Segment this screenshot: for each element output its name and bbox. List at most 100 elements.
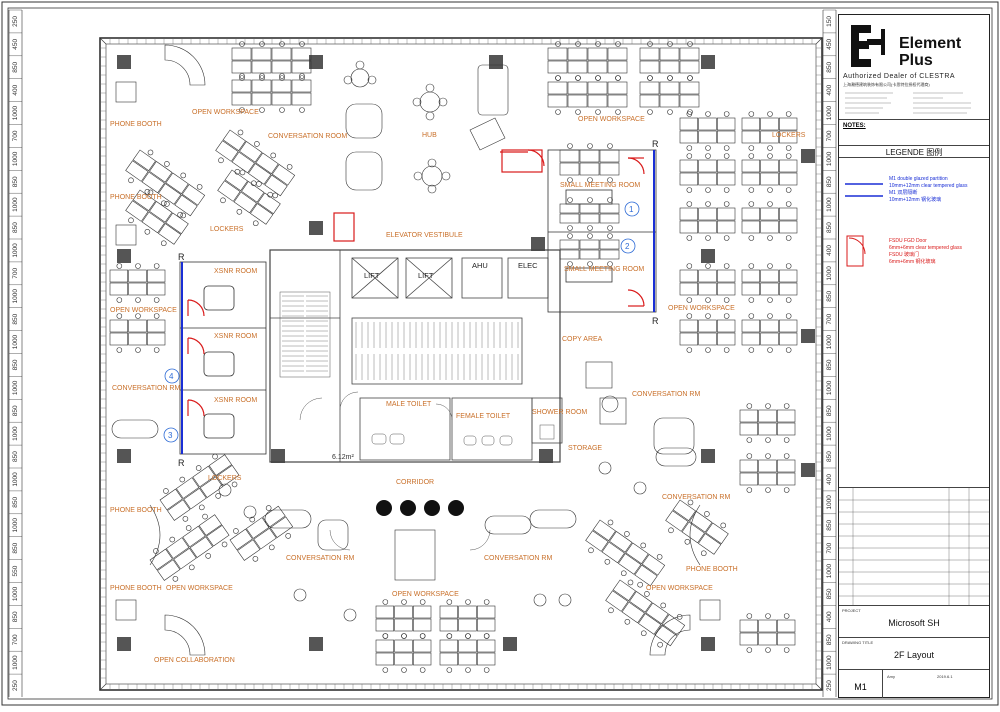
dim-tick-label: 400 — [826, 611, 833, 622]
column — [309, 55, 323, 69]
dim-tick-label: 850 — [12, 497, 19, 508]
structural-columns — [117, 55, 815, 651]
desk-cluster — [679, 201, 736, 241]
legend-door-line1: FSDU FGD Door — [889, 238, 927, 244]
label-open-workspace-tr: OPEN WORKSPACE — [578, 116, 645, 123]
marker-r-ml: R — [652, 316, 659, 326]
glass-partitions — [181, 150, 655, 454]
dim-tick-label: 850 — [12, 405, 19, 416]
drawing-title-section: DRAWING TITLE 2F Layout — [839, 637, 989, 669]
column — [117, 449, 131, 463]
dim-tick-label: 850 — [826, 405, 833, 416]
desk-cluster — [739, 403, 796, 443]
desk-cluster — [679, 153, 736, 193]
column — [701, 637, 715, 651]
desk-cluster — [559, 233, 620, 267]
planters — [376, 500, 464, 516]
dimension-strip-left: 2504508504001000700100085010008501000700… — [8, 9, 23, 697]
desk-cluster — [679, 313, 736, 353]
dim-tick-label: 850 — [826, 634, 833, 645]
label-open-workspace-left: OPEN WORKSPACE — [110, 307, 177, 314]
label-conversation-room-top: CONVERSATION ROOM — [268, 133, 347, 140]
dim-tick-label: 400 — [826, 245, 833, 256]
label-small-meeting-2: SMALL MEETING ROOM — [564, 266, 644, 273]
dim-tick-label: 850 — [12, 176, 19, 187]
legend-symbols — [845, 183, 883, 267]
desk-cluster — [585, 519, 666, 588]
dim-tick-label: 1000 — [12, 197, 19, 212]
label-conversation-rm-bc: CONVERSATION RM — [484, 555, 552, 562]
project-name: Microsoft SH — [888, 618, 940, 628]
drawing-date: 2019.6.1 — [937, 674, 953, 679]
authorized-dealer: Authorized Dealer of CLESTRA — [843, 73, 956, 80]
address-block — [843, 89, 985, 119]
desk-cluster — [439, 633, 496, 673]
label-storage: STORAGE — [568, 445, 602, 452]
dim-tick-label: 1000 — [12, 655, 19, 670]
drawing-info-section: M1 Amy 2019.6.1 — [839, 669, 989, 698]
desk-cluster — [679, 263, 736, 303]
desk-cluster — [547, 75, 628, 115]
workstation-clusters — [109, 41, 798, 673]
label-lift-1: LIFT — [364, 271, 380, 280]
dim-tick-label: 850 — [12, 542, 19, 553]
legend-door-line2: 6mm+6mm clear tempered glass — [889, 245, 962, 251]
marker-r-tr: R — [652, 139, 659, 149]
column — [117, 249, 131, 263]
label-phone-booth-3: PHONE BOOTH — [110, 507, 162, 514]
label-conversation-rm-right: CONVERSATION RM — [632, 391, 700, 398]
label-phone-booth-2: PHONE BOOTH — [110, 194, 162, 201]
desk-cluster — [215, 129, 296, 198]
label-open-workspace-bl: OPEN WORKSPACE — [166, 585, 233, 592]
column — [271, 449, 285, 463]
revision-grid — [839, 488, 989, 606]
dim-tick-label: 1000 — [826, 655, 833, 670]
label-small-meeting-1: SMALL MEETING ROOM — [560, 182, 640, 189]
dim-tick-label: 700 — [826, 313, 833, 324]
marker-r-tl: R — [178, 252, 185, 262]
column — [489, 55, 503, 69]
dim-tick-label: 1000 — [12, 151, 19, 166]
dim-tick-label: 450 — [12, 39, 19, 50]
dim-tick-label: 850 — [826, 588, 833, 599]
legend-header: LEGENDE 图例 — [839, 145, 989, 157]
dim-tick-label: 1000 — [12, 334, 19, 349]
desk-cluster — [679, 111, 736, 151]
desk-cluster — [229, 505, 294, 562]
dim-tick-label: 700 — [12, 634, 19, 645]
dim-tick-label: 700 — [826, 130, 833, 141]
marker-num-1: 1 — [629, 205, 634, 214]
dim-tick-label: 1000 — [12, 105, 19, 120]
dim-tick-label: 1000 — [12, 472, 19, 487]
label-elec: ELEC — [518, 261, 538, 270]
dim-tick-label: 400 — [826, 474, 833, 485]
company-line2: Plus — [899, 52, 933, 69]
chinese-company-name: 上海瀚德建筑装饰有限公司(卡思特拉授权代理商) — [843, 82, 930, 87]
door-swings — [299, 391, 491, 551]
dim-tick-label: 1000 — [826, 563, 833, 578]
address-lines — [845, 92, 971, 114]
label-conversation-rm-left: CONVERSATION RM — [112, 385, 180, 392]
label-male-toilet: MALE TOILET — [386, 401, 432, 408]
desk-cluster — [559, 197, 620, 231]
label-copy-area: COPY AREA — [562, 336, 603, 343]
desk-cluster — [741, 153, 798, 193]
dim-tick-label: 1000 — [12, 243, 19, 258]
column — [117, 55, 131, 69]
dim-tick-label: 450 — [826, 39, 833, 50]
desk-cluster — [231, 41, 312, 81]
column — [701, 449, 715, 463]
designer: Amy — [887, 674, 895, 679]
dim-tick-label: 250 — [826, 680, 833, 691]
dim-tick-label: 1000 — [826, 151, 833, 166]
legend-body: M1 double glazed partition 10mm+12mm cle… — [839, 157, 989, 487]
dimension-strip-right: 1504508504001000700100085010008504001000… — [822, 9, 837, 697]
dim-tick-label: 700 — [12, 268, 19, 279]
legend-title: LEGENDE 图例 — [885, 148, 943, 157]
desk-cluster — [231, 73, 312, 113]
company-logo — [847, 21, 887, 71]
dim-tick-label: 1000 — [826, 426, 833, 441]
glass-doors — [187, 149, 645, 417]
marker-num-2: 2 — [625, 242, 630, 251]
legend-door-line4: 6mm+6mm 钢化玻璃 — [889, 259, 936, 265]
